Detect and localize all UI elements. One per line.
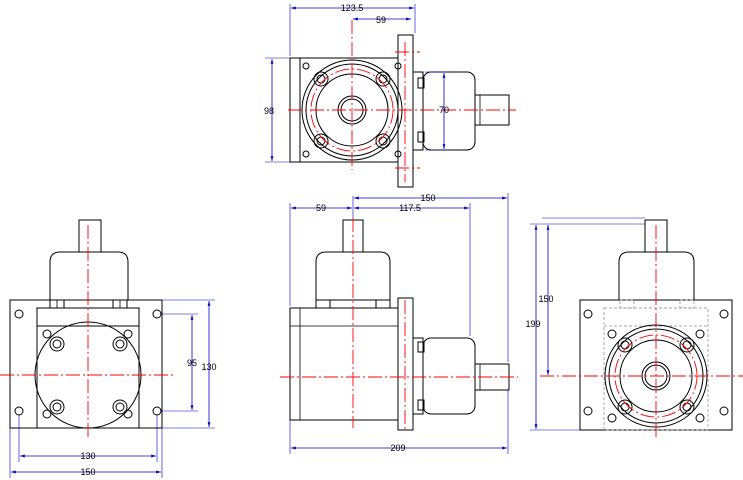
dim-right-overall-height: 199 (525, 319, 540, 329)
dim-left-bolt-horizontal: 130 (80, 451, 95, 461)
left-view (0, 219, 175, 440)
dim-front-shaft-offset: 59 (316, 203, 326, 213)
dim-left-bolt-vertical: 95 (187, 358, 197, 368)
dim-front-shaft-to-flange: 117.5 (399, 203, 421, 213)
front-view-body (289, 307, 399, 421)
dim-left-flange-height: 130 (201, 362, 216, 372)
front-view (280, 218, 518, 431)
dim-top-height: 98 (264, 106, 274, 116)
left-view-shaft (78, 219, 102, 253)
dim-front-overall-to-shaft: 150 (420, 193, 435, 203)
dim-top-offset: 59 (376, 15, 386, 25)
front-view-flange (397, 297, 414, 431)
dim-front-overall-length: 209 (390, 443, 405, 453)
front-view-gear-housing (422, 337, 476, 415)
top-view-flange (397, 34, 414, 188)
front-view-dimensions: 59 117.5 150 209 (289, 193, 509, 454)
right-view-dimensions: 150 199 (525, 217, 645, 431)
left-view-dimensions: 95 130 130 150 (9, 299, 217, 478)
dim-top-width: 123.5 (341, 3, 364, 13)
right-view-housing (618, 251, 695, 301)
left-view-bolts (42, 329, 133, 419)
dim-top-bore: 70 (439, 105, 449, 115)
dim-right-center-height: 150 (538, 294, 553, 304)
left-view-flange (9, 299, 163, 429)
top-view-dimensions: 123.5 59 98 70 (264, 3, 450, 163)
right-view (540, 219, 743, 440)
left-view-housing (49, 251, 129, 301)
top-view (288, 20, 516, 188)
dim-left-flange-width: 150 (80, 467, 95, 477)
